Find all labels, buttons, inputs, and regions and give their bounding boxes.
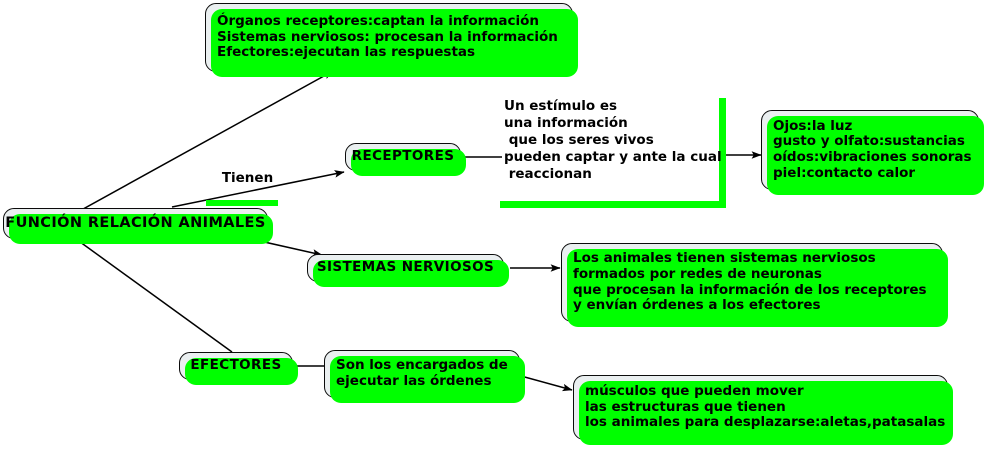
estimulo-line-3: que los seres vivos (504, 132, 654, 148)
edge-detalle-to-musculos (520, 375, 573, 392)
sistemas-detalle-line-1: Los animales tienen sistemas nerviosos (573, 250, 876, 267)
efectores-detalle-line-1: Son los encargados de (336, 357, 508, 374)
node-estimulo-definicion[interactable]: Un estímulo es una información que los s… (500, 98, 726, 208)
node-efectores[interactable]: EFECTORES (179, 352, 298, 385)
node-musculos[interactable]: músculos que pueden mover las estructura… (573, 375, 953, 445)
funciones-line-1: Órganos receptores:captan la información (217, 13, 539, 30)
node-root-funcion-relacion-animales[interactable]: FUNCIÓN RELACIÓN ANIMALES (3, 208, 273, 244)
musculos-line-1: músculos que pueden mover (585, 383, 804, 400)
sistemas-detalle-line-4: y envían órdenes a los efectores (573, 297, 821, 314)
node-funciones-list[interactable]: Órganos receptores:captan la información… (205, 3, 578, 77)
sentidos-line-3: oídos:vibraciones sonoras (773, 149, 972, 165)
musculos-line-2: las estructuras que tienen (585, 398, 786, 415)
estimulo-line-5: reaccionan (504, 166, 592, 182)
estimulo-line-4: pueden captar y ante la cual (504, 149, 722, 165)
estimulo-line-2: una información (504, 115, 628, 131)
funciones-line-2: Sistemas nerviosos: procesan la informac… (217, 28, 558, 45)
sistemas-detalle-line-2: formados por redes de neuronas (573, 265, 822, 282)
node-sistemas-detalle[interactable]: Los animales tienen sistemas nerviosos f… (561, 243, 948, 327)
node-sistemas-nerviosos[interactable]: SISTEMAS NERVIOSOS (307, 254, 509, 287)
musculos-line-3: los animales para desplazarse:aletas,pat… (585, 414, 946, 431)
node-sentidos[interactable]: Ojos:la luz gusto y olfato:sustancias oí… (761, 110, 984, 195)
edge-root-to-efectores (75, 238, 233, 353)
node-receptores[interactable]: RECEPTORES (345, 143, 466, 176)
edge-label-tienen: Tienen (203, 154, 279, 206)
sentidos-line-2: gusto y olfato:sustancias (773, 133, 965, 150)
node-efectores-detalle[interactable]: Son los encargados de ejecutar las órden… (324, 350, 525, 403)
estimulo-line-1: Un estímulo es (504, 98, 618, 114)
sentidos-line-1: Ojos:la luz (773, 117, 853, 134)
efectores-detalle-line-2: ejecutar las órdenes (336, 373, 492, 389)
funciones-line-3: Efectores:ejecutan las respuestas (217, 44, 476, 61)
sistemas-detalle-line-3: que procesan la información de los recep… (573, 281, 927, 298)
sentidos-line-4: piel:contacto calor (773, 164, 916, 181)
